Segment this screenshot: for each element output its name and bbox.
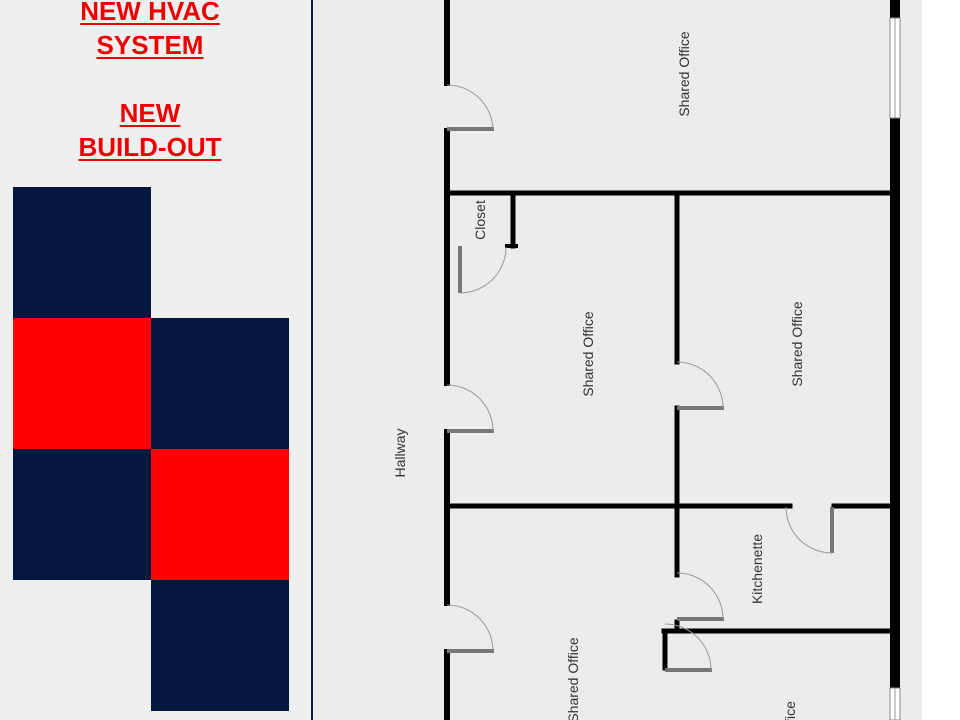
floor-plan-margin [922, 0, 960, 720]
room-floor [447, 195, 890, 505]
room-floors [447, 0, 890, 720]
logo-tile [151, 580, 289, 711]
room-label-shared-office-bottom-left: Shared Office [565, 637, 581, 720]
door-swing [446, 604, 494, 652]
logo-tile [151, 449, 289, 580]
logo-tile [13, 318, 151, 449]
door-swings [446, 84, 833, 671]
left-panel: NEW HVAC SYSTEM NEW BUILD-OUT [0, 0, 312, 720]
door-swing [459, 246, 507, 294]
room-labels: Shared Office Closet Shared Office Share… [392, 31, 805, 720]
room-label-shared-office-mid-right: Shared Office [789, 301, 805, 387]
room-label-office-bottom-right: fice [782, 701, 798, 720]
heading-line: NEW HVAC [80, 0, 220, 26]
room-floor [447, 0, 890, 193]
heading-new-build-out: NEW BUILD-OUT [0, 96, 300, 164]
door-swing [676, 572, 724, 620]
door-leaves [447, 127, 834, 672]
door-swing [446, 384, 494, 432]
heading-line: SYSTEM [96, 30, 204, 60]
door-swing [664, 623, 712, 671]
logo-tile [13, 449, 151, 580]
room-label-shared-office-mid-left: Shared Office [580, 311, 596, 397]
door-swing [785, 506, 833, 554]
windows [889, 17, 901, 720]
room-label-closet: Closet [472, 200, 488, 240]
room-label-hallway: Hallway [392, 428, 408, 477]
room-floor [447, 507, 890, 720]
heading-line: NEW [119, 98, 181, 128]
panel-divider [311, 0, 313, 720]
logo-tile [13, 187, 151, 318]
room-label-kitchenette: Kitchenette [749, 534, 765, 604]
heading-line: BUILD-OUT [78, 132, 222, 162]
door-swing [676, 361, 724, 409]
room-label-shared-office-top: Shared Office [676, 31, 692, 117]
walls [444, 0, 900, 720]
door-swing [446, 84, 494, 130]
logo-tile [151, 318, 289, 449]
heading-new-hvac-system: NEW HVAC SYSTEM [0, 0, 300, 62]
